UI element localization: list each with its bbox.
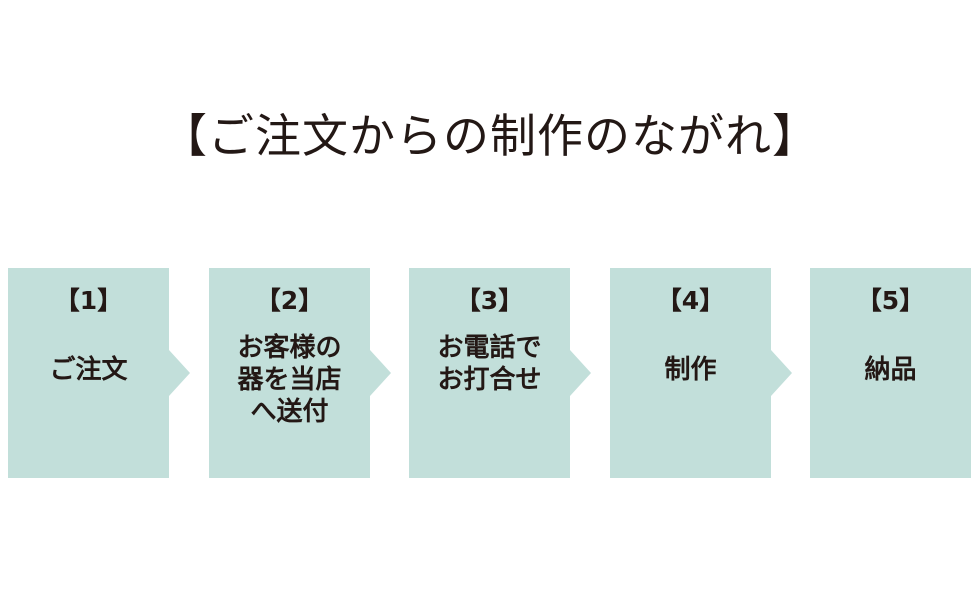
step-2-label-line: お客様の: [237, 333, 342, 363]
step-5-label-line: 納品: [864, 355, 917, 385]
step-5-label: 納品: [810, 354, 971, 386]
step-4-arrow-box: [610, 268, 792, 478]
step-4: 【4】 制作: [610, 268, 792, 478]
flow-title: 【ご注文からの制作のながれ】: [161, 109, 819, 163]
step-5-number: 【5】: [856, 286, 925, 315]
step-1-number: 【1】: [54, 286, 123, 315]
step-2-label-line: へ送付: [250, 397, 329, 427]
step-2-arrow-box: [209, 268, 391, 478]
step-3-arrow-box: [409, 268, 591, 478]
step-3-label: お電話で お打合せ: [409, 332, 570, 396]
step-1: 【1】 ご注文: [8, 268, 190, 478]
step-5: 【5】 納品: [810, 268, 971, 478]
step-3: 【3】 お電話で お打合せ: [409, 268, 591, 478]
step-1-label: ご注文: [8, 354, 169, 386]
step-1-label-line: ご注文: [49, 355, 128, 385]
step-3-number: 【3】: [455, 286, 524, 315]
step-2-label: お客様の 器を当店 へ送付: [209, 332, 370, 428]
step-1-arrow-box: [8, 268, 190, 478]
step-3-label-line: お打合せ: [437, 365, 542, 395]
step-2-label-line: 器を当店: [237, 365, 342, 395]
step-4-number: 【4】: [656, 286, 725, 315]
step-5-box: [810, 268, 971, 478]
step-4-label: 制作: [610, 354, 771, 386]
step-3-label-line: お電話で: [437, 333, 542, 363]
step-2-number: 【2】: [255, 286, 324, 315]
step-2: 【2】 お客様の 器を当店 へ送付: [209, 268, 391, 478]
step-4-label-line: 制作: [664, 355, 717, 385]
